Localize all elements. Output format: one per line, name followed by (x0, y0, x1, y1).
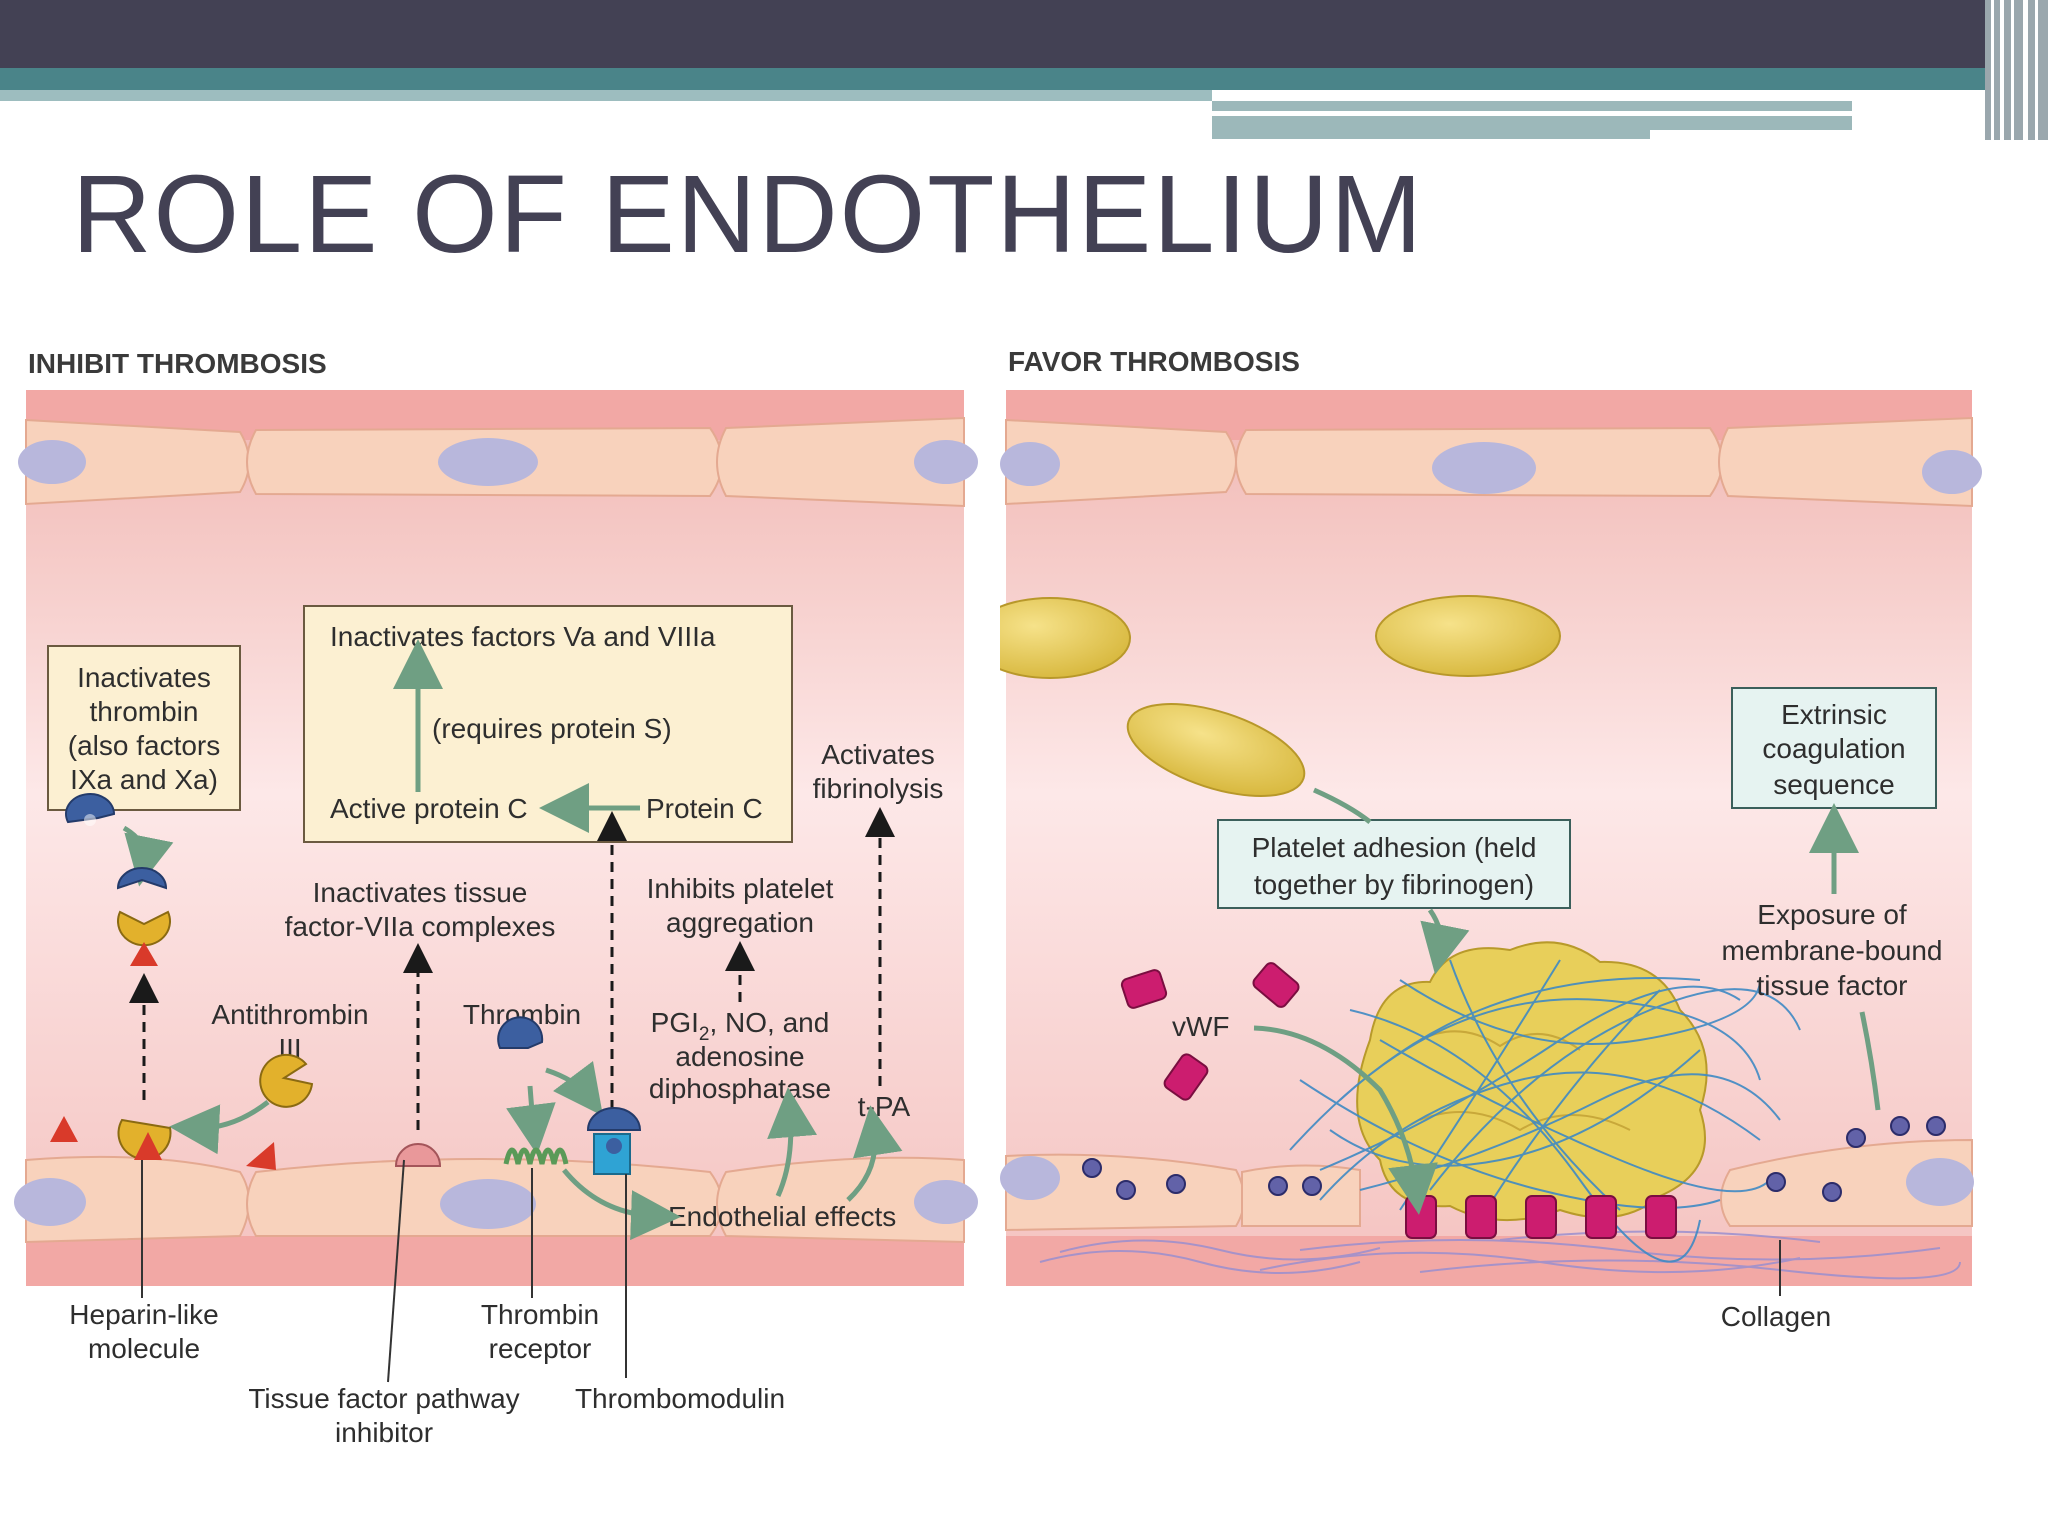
green-arrows (1253, 787, 1881, 1215)
inactivates-tissue-line2: factor-VIIa complexes (285, 911, 556, 942)
thrombomodulin-label: Thrombomodulin (575, 1383, 785, 1414)
activates-fibrinolysis-line2: fibrinolysis (813, 773, 944, 804)
tissue-factor-dots (1082, 1116, 1946, 1202)
thrombin-receptor-line1: Thrombin (481, 1299, 599, 1330)
box-platelet-adhesion (1217, 819, 1571, 909)
pgi2-line1: PGI2, NO, and (651, 1007, 830, 1045)
protein-c-label: Protein C (646, 793, 763, 824)
extrinsic-line2: coagulation (1762, 733, 1905, 764)
inactivates-thrombin-line4: IXa and Xa) (70, 764, 218, 795)
inhibits-platelet-line2: aggregation (666, 907, 814, 938)
endothelial-cells-top (18, 416, 978, 508)
vwf-anchors (1405, 1195, 1677, 1239)
antithrombin-line1: Antithrombin (211, 999, 368, 1030)
tpa-label: t-PA (858, 1091, 911, 1122)
active-protein-c-label: Active protein C (330, 793, 528, 824)
dashed-arrows (129, 807, 895, 1130)
platelet-aggregate (1356, 941, 1708, 1222)
favor-diagram: Extrinsic coagulation sequence Platelet … (1000, 390, 1982, 1332)
accent-line (1650, 130, 2010, 139)
extrinsic-line3: sequence (1773, 769, 1894, 800)
platelet-adhesion-line2: together by fibrinogen) (1254, 869, 1534, 900)
activates-fibrinolysis-line1: Activates (821, 739, 935, 770)
thrombin-free-icon (497, 1016, 544, 1049)
tfpi-icon (394, 1143, 442, 1167)
antithrombin-iii-icon (259, 1053, 314, 1108)
pointer-lines (141, 1159, 627, 1383)
factor-triangle-icon (50, 1116, 78, 1142)
thrombin-receptor-icon (503, 1147, 569, 1165)
thrombomodulin-icon (586, 1107, 642, 1175)
platelet-adhesion-line1: Platelet adhesion (held (1252, 832, 1537, 863)
platelet-icon (1000, 597, 1131, 679)
endothelial-cells-bottom (14, 1155, 978, 1244)
corner-stripes (1985, 0, 2048, 140)
exposure-line2: membrane-bound (1721, 935, 1942, 966)
inactivates-tissue-line1: Inactivates tissue (313, 877, 528, 908)
requires-protein-s: (requires protein S) (432, 713, 672, 744)
pgi2-line2: adenosine (675, 1041, 804, 1072)
box-inactivates-thrombin (47, 645, 241, 811)
platelet-icon (1375, 595, 1561, 677)
exposure-line3: tissue factor (1757, 970, 1908, 1001)
pgi2-line3: diphosphatase (649, 1073, 831, 1104)
tfpi-line2: inhibitor (335, 1417, 433, 1448)
inhibit-heading: INHIBIT THROMBOSIS (28, 348, 327, 379)
vwf-label: vWF (1172, 1011, 1230, 1042)
thrombin-molecule-icon (65, 793, 116, 826)
thrombin-receptor-line2: receptor (489, 1333, 592, 1364)
inactivates-thrombin-line2: thrombin (90, 696, 199, 727)
accent-stripe (0, 68, 2048, 90)
heparin-line2: molecule (88, 1333, 200, 1364)
accent-stripe-pale (0, 90, 1212, 101)
tfpi-line1: Tissue factor pathway (248, 1383, 519, 1414)
endothelial-cells-top (1000, 416, 1982, 508)
heparin-line1: Heparin-like (69, 1299, 218, 1330)
favor-heading: FAVOR THROMBOSIS (1008, 346, 1300, 377)
collagen-label: Collagen (1721, 1301, 1832, 1332)
slide-title: ROLE OF ENDOTHELIUM (72, 153, 1425, 276)
platelet-icon (1126, 703, 1306, 797)
green-curved-arrows (122, 825, 903, 1241)
inactivates-thrombin-line1: Inactivates (77, 662, 211, 693)
exposure-line1: Exposure of (1757, 899, 1907, 930)
protein-c-arrows (393, 639, 640, 833)
endothelial-effects-label: Endothelial effects (668, 1201, 896, 1232)
factor-triangle-icon (246, 1142, 276, 1170)
inhibits-platelet-line1: Inhibits platelet (647, 873, 834, 904)
extrinsic-line1: Extrinsic (1781, 699, 1887, 730)
top-bar (0, 0, 2048, 68)
inhibit-diagram: Inactivates thrombin (also factors IXa a… (14, 390, 978, 1448)
heparin-complex-icon (117, 1118, 172, 1161)
fibrinogen-mesh (1289, 959, 1801, 1263)
vwf-icon (1120, 962, 1300, 1101)
antithrombin-complex-icon (116, 867, 171, 966)
inactivates-thrombin-line3: (also factors (68, 730, 221, 761)
accent-line (1212, 111, 1896, 116)
inactivates-factors-va-viiia: Inactivates factors Va and VIIIa (330, 621, 716, 652)
